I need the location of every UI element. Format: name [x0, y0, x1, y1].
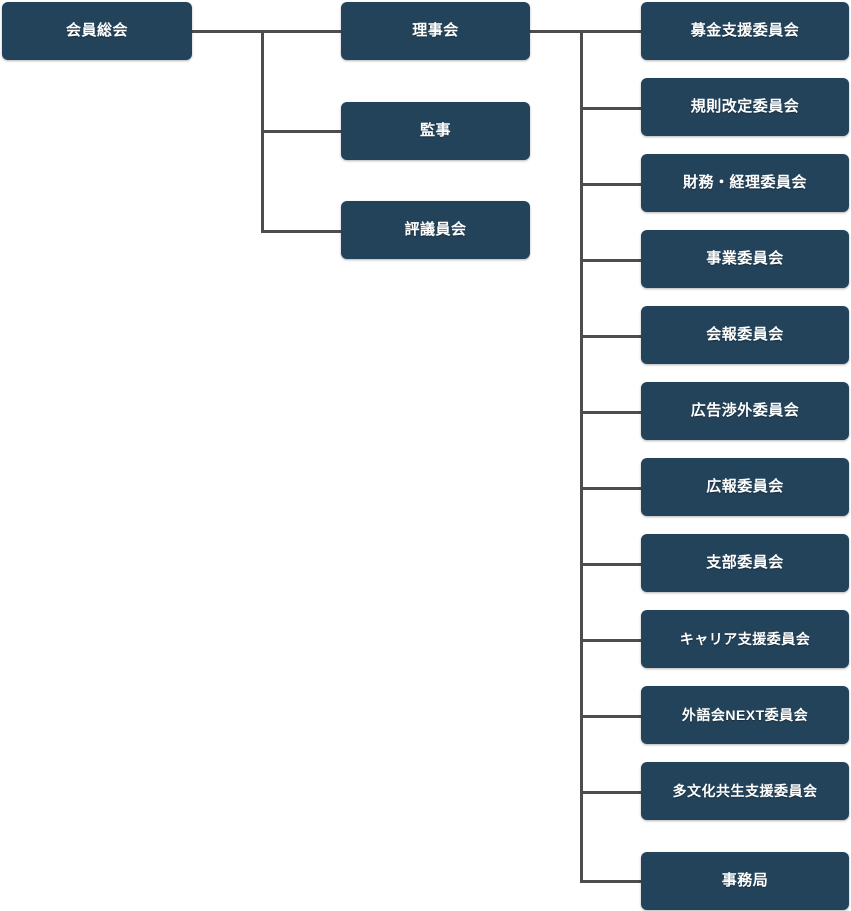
node-board-of-directors-label: 理事会 — [412, 22, 459, 40]
connector-committee-stub-6 — [580, 487, 643, 490]
node-committee-multicultural-support[interactable]: 多文化共生支援委員会 — [641, 762, 849, 820]
connector-committee-stub-1 — [580, 107, 643, 110]
node-committee-newsletter-label: 会報委員会 — [706, 326, 784, 344]
connector-trunk-to-kanji — [261, 130, 343, 133]
connector-committee-stub-5 — [580, 411, 643, 414]
connector-committee-stub-3 — [580, 259, 643, 262]
connector-committee-stub-2 — [580, 183, 643, 186]
node-committee-advertising-liaison[interactable]: 広告渉外委員会 — [641, 382, 849, 440]
connector-trunk-to-rijikai — [261, 30, 343, 33]
node-secretariat[interactable]: 事務局 — [641, 852, 849, 910]
node-auditor[interactable]: 監事 — [341, 102, 530, 160]
connector-trunk-to-hyogiinkai — [261, 230, 343, 233]
node-committee-gaigokai-next[interactable]: 外語会NEXT委員会 — [641, 686, 849, 744]
node-general-assembly[interactable]: 会員総会 — [2, 2, 192, 60]
node-committee-finance-accounting-label: 財務・経理委員会 — [682, 174, 807, 192]
node-committee-career-support-label: キャリア支援委員会 — [679, 630, 811, 647]
node-committee-business-label: 事業委員会 — [706, 250, 784, 268]
connector-rijikai-to-committee-trunk — [528, 30, 643, 33]
node-auditor-label: 監事 — [419, 122, 451, 140]
node-committee-multicultural-support-label: 多文化共生支援委員会 — [672, 782, 818, 799]
connector-root-to-trunk — [192, 30, 264, 33]
node-councillors-label: 評議員会 — [404, 221, 467, 239]
connector-committee-stub-8 — [580, 639, 643, 642]
node-general-assembly-label: 会員総会 — [65, 22, 128, 40]
node-committee-finance-accounting[interactable]: 財務・経理委員会 — [641, 154, 849, 212]
node-committee-career-support[interactable]: キャリア支援委員会 — [641, 610, 849, 668]
connector-committee-trunk — [580, 30, 583, 883]
node-councillors[interactable]: 評議員会 — [341, 201, 530, 259]
node-committee-rule-revision[interactable]: 規則改定委員会 — [641, 78, 849, 136]
node-board-of-directors[interactable]: 理事会 — [341, 2, 530, 60]
connector-committee-stub-10 — [580, 791, 643, 794]
node-secretariat-label: 事務局 — [721, 872, 769, 890]
node-committee-fundraising-support-label: 募金支援委員会 — [690, 22, 800, 40]
node-committee-branch[interactable]: 支部委員会 — [641, 534, 849, 592]
node-committee-advertising-liaison-label: 広告渉外委員会 — [690, 402, 800, 420]
node-committee-public-relations[interactable]: 広報委員会 — [641, 458, 849, 516]
connector-committee-stub-9 — [580, 715, 643, 718]
node-committee-newsletter[interactable]: 会報委員会 — [641, 306, 849, 364]
node-committee-business[interactable]: 事業委員会 — [641, 230, 849, 288]
connector-committee-stub-11 — [580, 880, 643, 883]
node-committee-fundraising-support[interactable]: 募金支援委員会 — [641, 2, 849, 60]
connector-committee-stub-4 — [580, 335, 643, 338]
connector-committee-stub-7 — [580, 563, 643, 566]
node-committee-branch-label: 支部委員会 — [706, 554, 784, 572]
node-committee-public-relations-label: 広報委員会 — [706, 478, 784, 496]
node-committee-rule-revision-label: 規則改定委員会 — [690, 98, 800, 116]
node-committee-gaigokai-next-label: 外語会NEXT委員会 — [681, 706, 809, 723]
